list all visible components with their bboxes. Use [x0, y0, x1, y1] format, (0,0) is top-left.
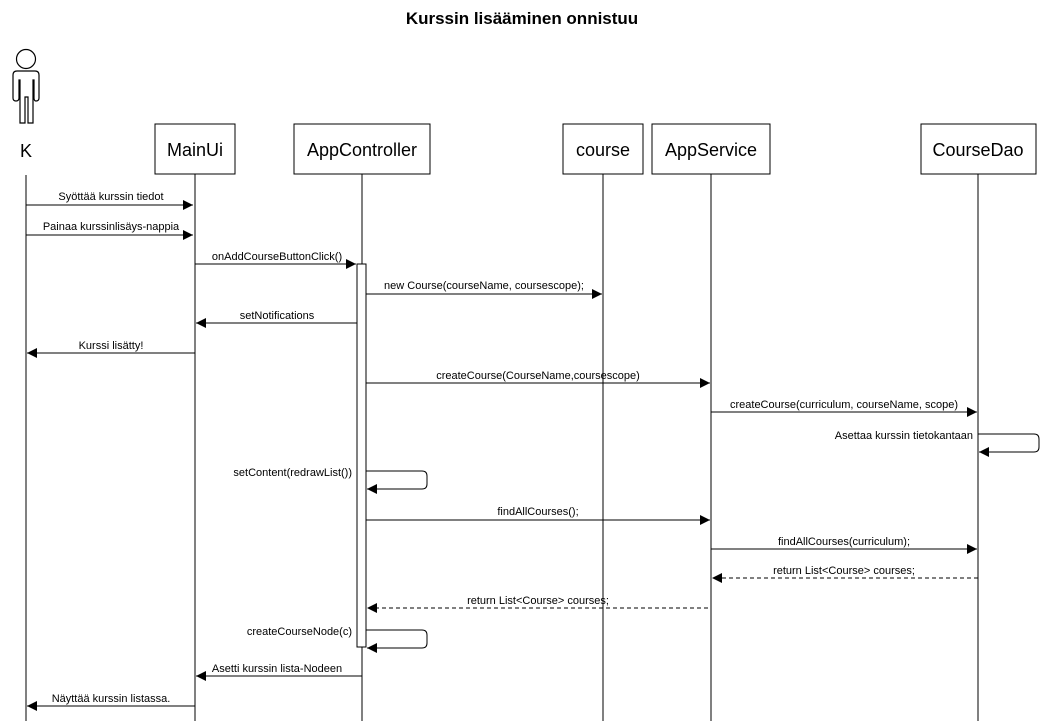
message-label: Syöttää kurssin tiedot	[58, 191, 163, 203]
participant-label: AppService	[665, 140, 757, 160]
message-label: findAllCourses(curriculum);	[778, 536, 910, 548]
participant-label: MainUi	[167, 140, 223, 160]
message-label: return List<Course> courses;	[773, 565, 915, 577]
message-label: createCourse(CourseName,coursescope)	[436, 370, 640, 382]
self-message-arrow	[366, 470, 428, 494]
participant-coursedao: CourseDao	[920, 123, 1037, 175]
message-label: onAddCourseButtonClick()	[212, 251, 342, 263]
self-message-arrow	[366, 629, 428, 653]
message-label: return List<Course> courses;	[467, 595, 609, 607]
self-message-arrow	[978, 433, 1040, 457]
message-label: createCourseNode(c)	[247, 626, 352, 638]
message-label: Kurssi lisätty!	[79, 340, 144, 352]
diagram-title: Kurssin lisääminen onnistuu	[406, 9, 638, 28]
participant-course: course	[562, 123, 644, 175]
participant-appcontroller: AppController	[293, 123, 431, 175]
message-label: new Course(courseName, coursescope);	[384, 280, 584, 292]
actor-figure	[12, 48, 40, 124]
message-label: Asetti kurssin lista-Nodeen	[212, 663, 342, 675]
lifelines	[25, 174, 979, 721]
participant-label: course	[576, 140, 630, 160]
participant-label: CourseDao	[932, 140, 1023, 160]
message-label: setNotifications	[240, 310, 315, 322]
participant-mainui: MainUi	[154, 123, 236, 175]
actor-label: K	[20, 141, 32, 161]
message-label: Asettaa kurssin tietokantaan	[835, 430, 973, 442]
message-label: Painaa kurssinlisäys-nappia	[43, 221, 180, 233]
message-label: findAllCourses();	[497, 506, 578, 518]
activation-bar-appcontroller	[356, 263, 367, 648]
participant-appservice: AppService	[651, 123, 771, 175]
participant-label: AppController	[307, 140, 417, 160]
message-label: Näyttää kurssin listassa.	[52, 693, 171, 705]
message-label: setContent(redrawList())	[233, 467, 352, 479]
message-label: createCourse(curriculum, courseName, sco…	[730, 399, 958, 411]
